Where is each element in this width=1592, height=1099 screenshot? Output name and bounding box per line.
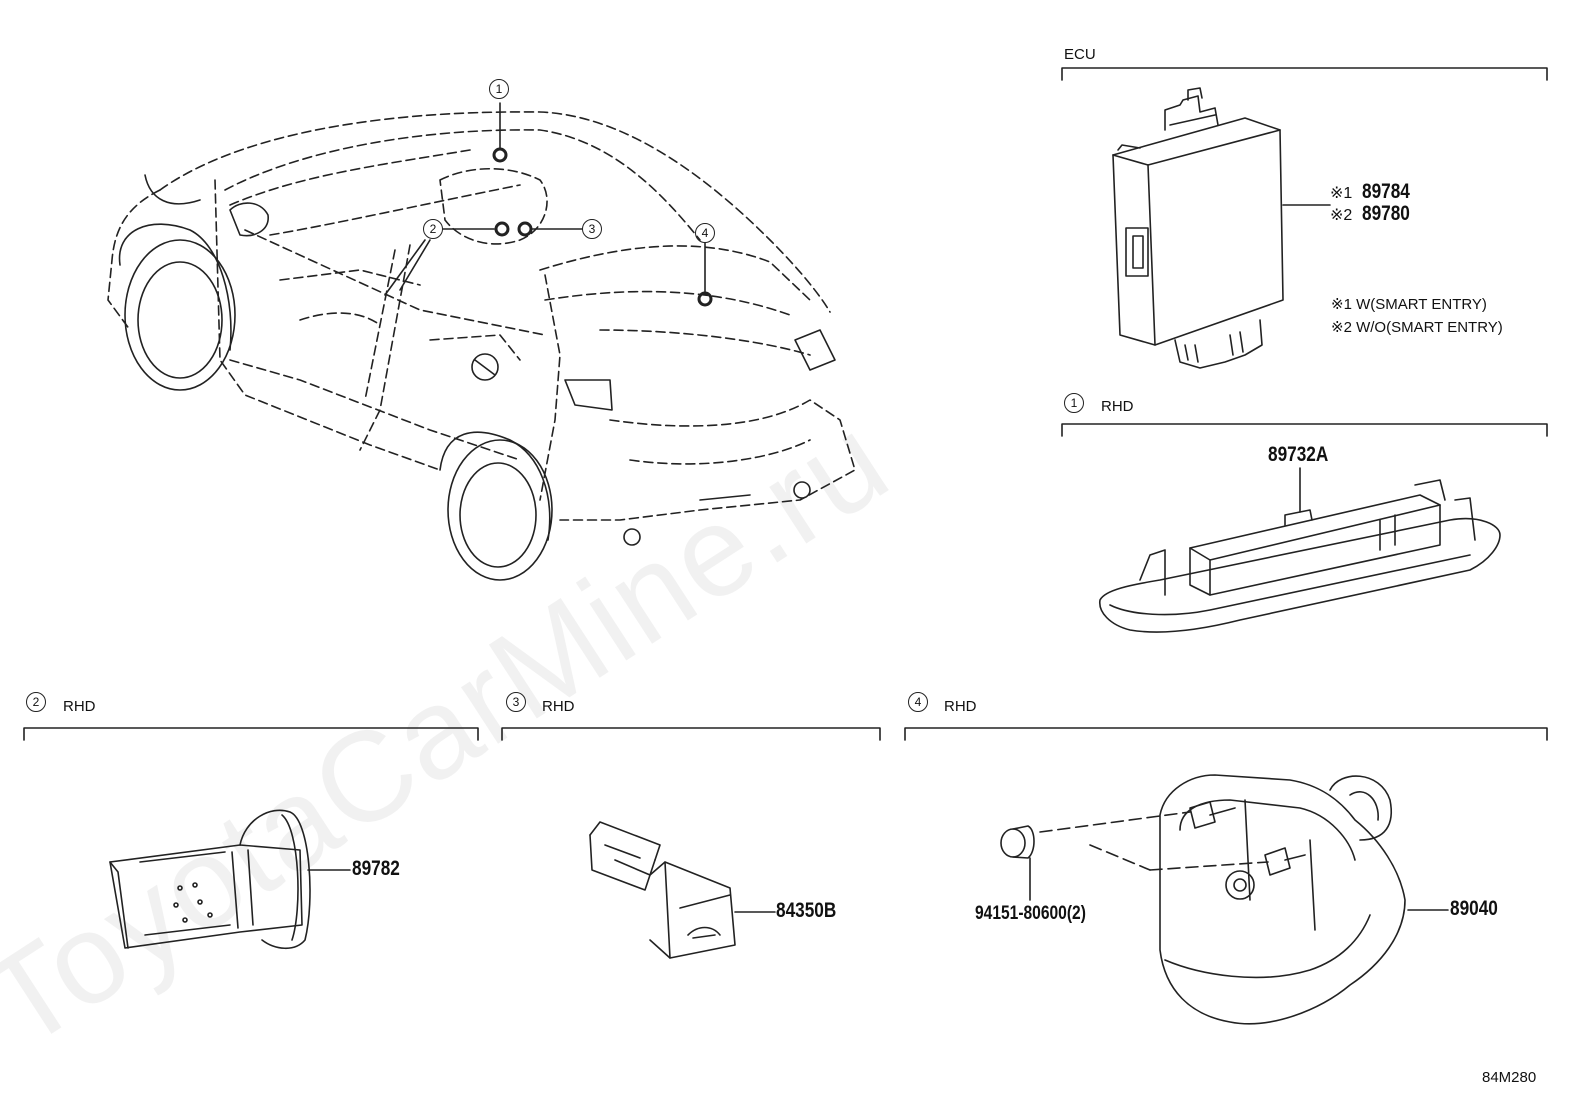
callout-1[interactable]: 1	[489, 79, 509, 99]
ecu-note-2: ※2 W/O(SMART ENTRY)	[1331, 319, 1503, 336]
lid-opener-switch-icon	[589, 821, 776, 959]
car-body-icon	[107, 111, 856, 581]
part-number-89780[interactable]: 89780	[1362, 202, 1410, 225]
section-3-label: RHD	[542, 698, 575, 715]
part-number-89732A[interactable]: 89732A	[1268, 443, 1329, 466]
section-4-number: 4	[908, 692, 928, 712]
part-number-94151-80600[interactable]: 94151-80600(2)	[975, 903, 1086, 924]
part-number-89040[interactable]: 89040	[1450, 897, 1498, 920]
ecu-section-title: ECU	[1064, 46, 1096, 63]
callout-4[interactable]: 4	[695, 223, 715, 243]
motor-assembly-icon	[1039, 774, 1449, 1025]
bolt-icon	[1000, 825, 1035, 901]
section-2-label: RHD	[63, 698, 96, 715]
ecu-part-2-mark: ※2	[1330, 207, 1353, 224]
section-1-label: RHD	[1101, 398, 1134, 415]
push-switch-icon	[109, 809, 351, 950]
section-4-label: RHD	[944, 698, 977, 715]
part-number-84350B[interactable]: 84350B	[776, 899, 837, 922]
ecu-note-1: ※1 W(SMART ENTRY)	[1331, 296, 1487, 313]
callout-3[interactable]: 3	[582, 219, 602, 239]
ecu-part-1-mark: ※1	[1330, 185, 1353, 202]
antenna-module-icon	[1099, 467, 1501, 633]
diagram-code: 84M280	[1482, 1069, 1537, 1086]
part-number-89782[interactable]: 89782	[352, 857, 400, 880]
section-1-number: 1	[1064, 393, 1084, 413]
section-3-number: 3	[506, 692, 526, 712]
part-number-89784[interactable]: 89784	[1362, 180, 1410, 203]
ecu-module-icon	[1112, 87, 1331, 369]
car-callouts	[384, 102, 713, 307]
section-2-number: 2	[26, 692, 46, 712]
section-brackets	[23, 67, 1548, 741]
callout-2[interactable]: 2	[423, 219, 443, 239]
